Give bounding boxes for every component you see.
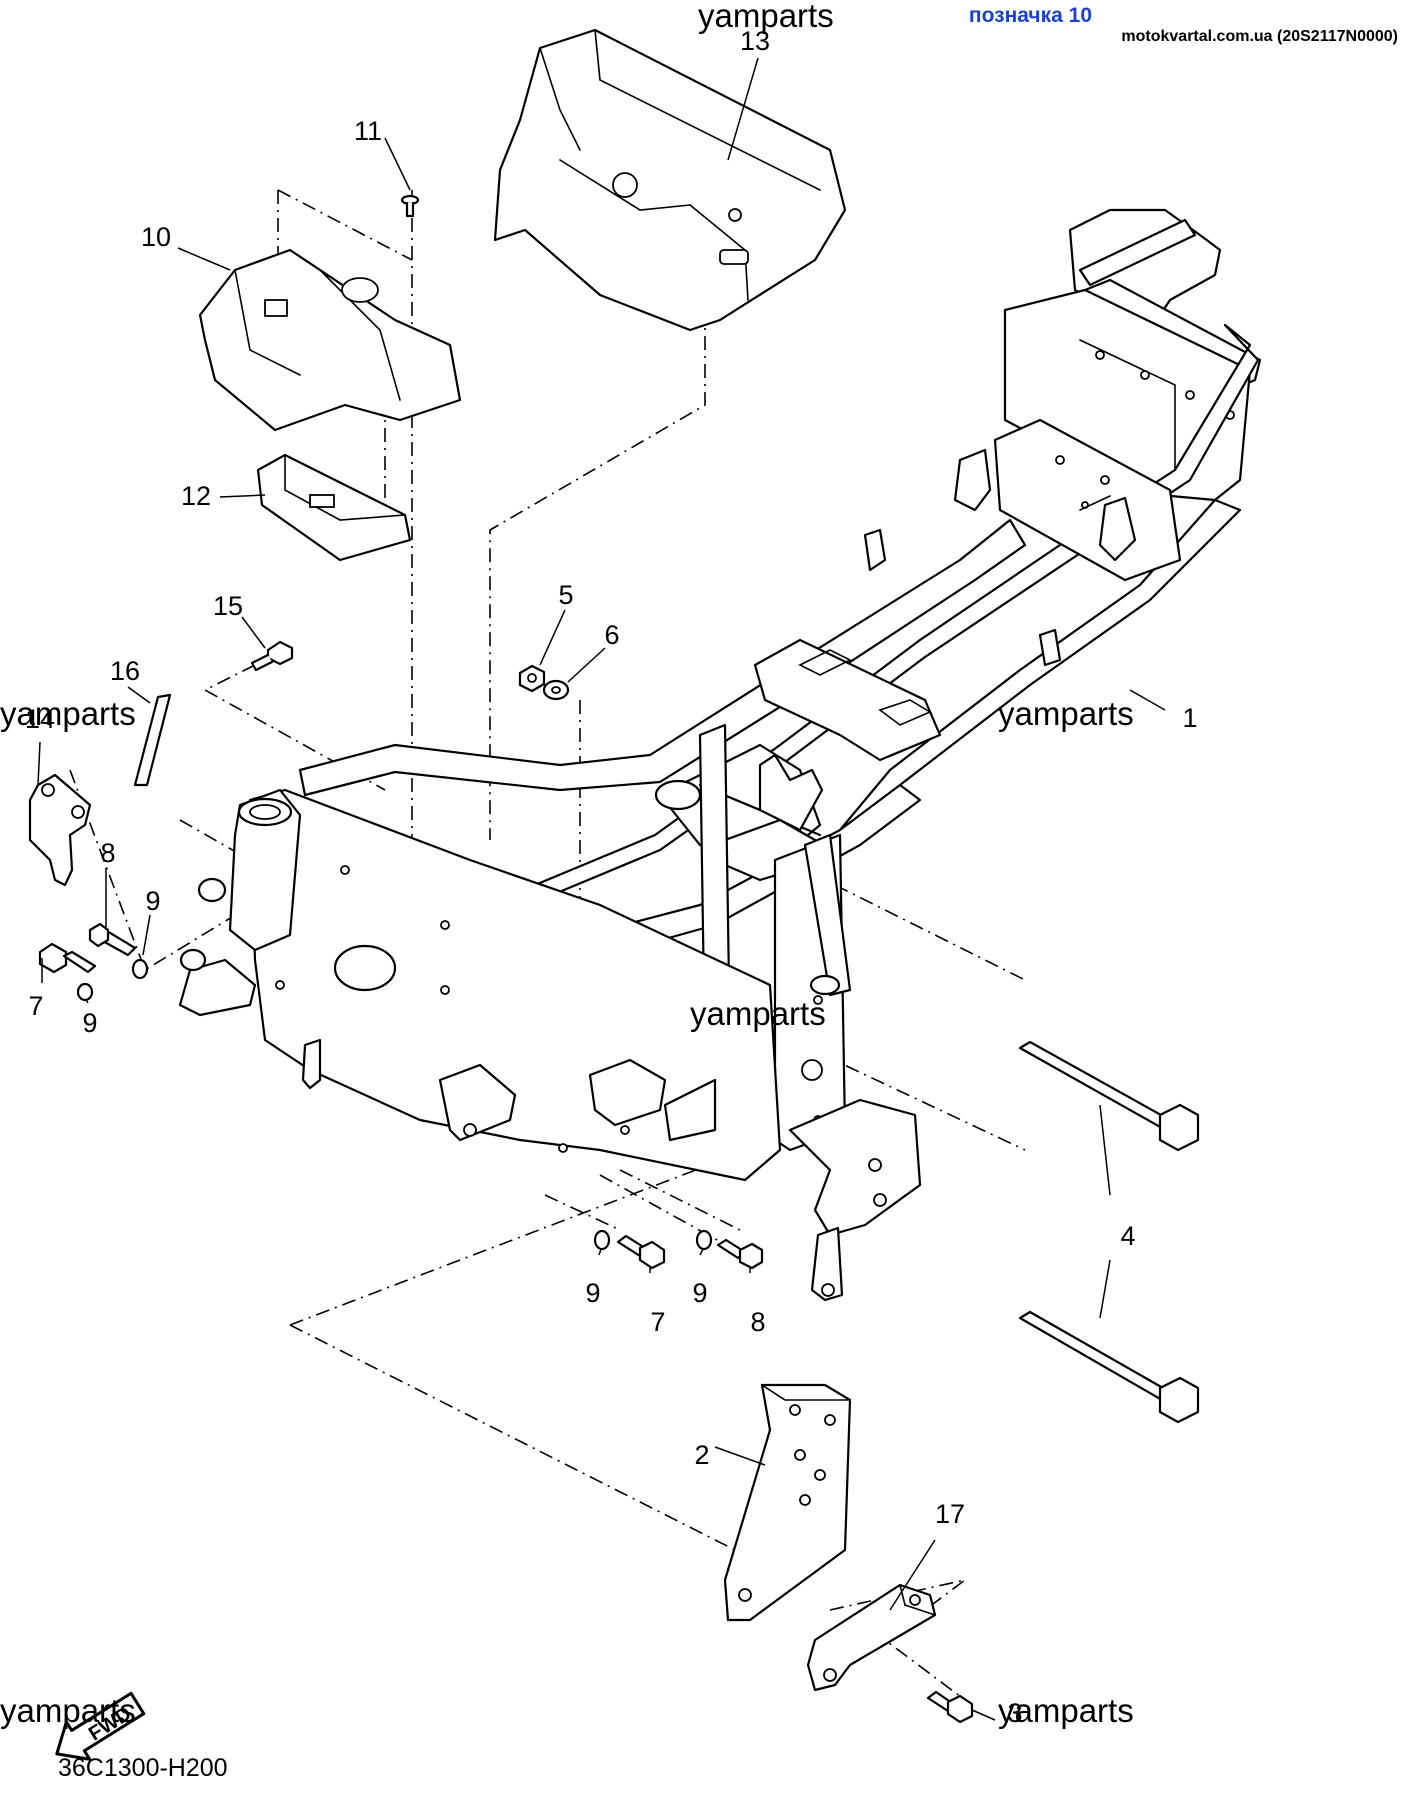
callout-11: 11: [354, 116, 382, 146]
callout-9-left-upper: 9: [145, 886, 160, 916]
watermark-bottom-left: yamparts: [0, 1692, 136, 1729]
header-label: позначка 10: [968, 4, 1092, 27]
washer-part-9-left-upper: [131, 958, 149, 980]
callout-14: 14: [25, 704, 55, 734]
callout-5: 5: [558, 580, 573, 610]
callout-6: 6: [604, 620, 619, 650]
plate-part-2: [723, 1383, 852, 1622]
watermarks: yamparts yamparts yamparts yamparts yamp…: [0, 0, 1134, 1729]
callout-7-left: 7: [28, 991, 43, 1021]
callouts: 13 11 10 12 15 16 14 5 6 1 8 9 7 9 4 9 7…: [25, 26, 1198, 1728]
bracket-part-17: [806, 1583, 937, 1692]
leader-lines: [37, 57, 1166, 1721]
callout-4: 4: [1120, 1221, 1135, 1251]
bolt-part-3: [926, 1690, 974, 1724]
cover-part-13: [493, 28, 847, 332]
watermark-left: yamparts: [0, 695, 136, 732]
bracket-part-12: [256, 453, 412, 562]
bolt-part-7-bottom: [616, 1234, 666, 1270]
stay-part-14: [28, 773, 92, 887]
bolt-part-4-lower: [1018, 1310, 1200, 1424]
callout-7-bottom: 7: [650, 1307, 665, 1337]
header-site: motokvartal.com.ua (20S2117N0000): [1121, 28, 1398, 45]
washer-part-9-left-lower: [76, 982, 94, 1002]
bolt-part-7-left: [38, 942, 97, 974]
frame-part-1: [178, 208, 1262, 1302]
strip-part-16: [133, 693, 172, 787]
watermark-top: yamparts: [698, 0, 834, 34]
watermark-center: yamparts: [690, 995, 826, 1032]
bolt-part-15: [250, 640, 294, 672]
callout-10: 10: [141, 222, 171, 252]
nut-part-5: [518, 664, 546, 693]
watermark-bottom-right: yamparts: [998, 1692, 1134, 1729]
callout-3: 3: [1007, 1698, 1022, 1728]
washer-part-6: [542, 679, 570, 701]
callout-2: 2: [694, 1440, 709, 1470]
bolt-part-8-bottom: [716, 1238, 764, 1270]
callout-8-left: 8: [100, 838, 115, 868]
rivet-part-11: [400, 194, 420, 218]
callout-16: 16: [110, 656, 140, 686]
callout-1: 1: [1182, 703, 1197, 733]
callout-8-bottom: 8: [750, 1307, 765, 1337]
callout-9-bottom-right: 9: [692, 1278, 707, 1308]
bolt-part-4-upper: [1018, 1040, 1200, 1152]
bolt-part-8-left: [88, 922, 137, 957]
catalog-code: 36C1300-H200: [58, 1754, 228, 1782]
callout-15: 15: [213, 591, 243, 621]
callout-12: 12: [181, 481, 211, 511]
callout-9-bottom-left: 9: [585, 1278, 600, 1308]
washer-part-9-bottom-left: [593, 1229, 611, 1251]
callout-9-left-lower: 9: [82, 1008, 97, 1038]
watermark-frame: yamparts: [998, 695, 1134, 732]
box-part-10: [198, 248, 462, 432]
callout-13: 13: [740, 26, 770, 56]
callout-17: 17: [935, 1499, 965, 1529]
washer-part-9-bottom-right: [695, 1229, 713, 1251]
